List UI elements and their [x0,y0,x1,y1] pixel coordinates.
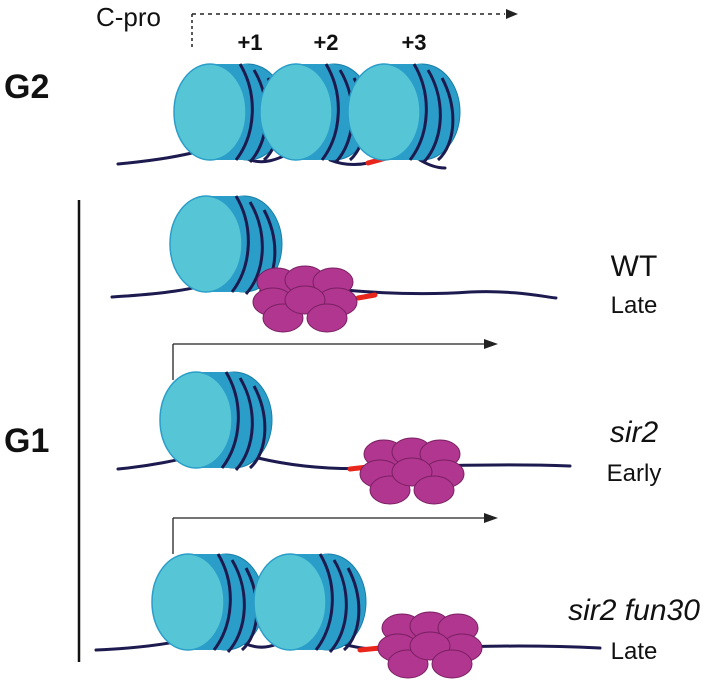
marker-sir2-fun30 [357,645,383,653]
timing-label-wt: Late [610,292,658,319]
nucleosome-sir2-fun30-a [150,552,266,654]
strain-label-sir2: sir2 [609,416,659,449]
position-label-plus2: +2 [313,30,339,55]
nucleosome-g2-plus3 [346,62,462,164]
complex-wt [252,265,358,333]
marker-wt [355,292,378,301]
phase-label-g1: G1 [4,422,50,460]
timing-label-sir2-fun30: Late [610,638,658,665]
strain-label-wt: WT [610,250,658,283]
position-label-plus1: +1 [237,30,263,55]
transcription-arrow-sir2 [172,339,498,380]
dna-strand-g2 [116,148,447,170]
timing-label-sir2: Early [606,460,662,487]
promoter-arrow-head [506,9,518,19]
phase-label-g2: G2 [4,68,50,106]
strain-label-sir2-fun30: sir2 fun30 [568,594,700,627]
promoter-label: C-pro [96,2,162,32]
nucleosome-sir2-fun30-b [252,552,368,654]
transcription-arrow-sir2-fun30 [172,513,498,554]
complex-sir2-fun30 [377,611,483,679]
nucleosome-sir2 [158,370,274,472]
complex-sir2 [359,437,465,505]
position-label-plus3: +3 [401,30,427,55]
